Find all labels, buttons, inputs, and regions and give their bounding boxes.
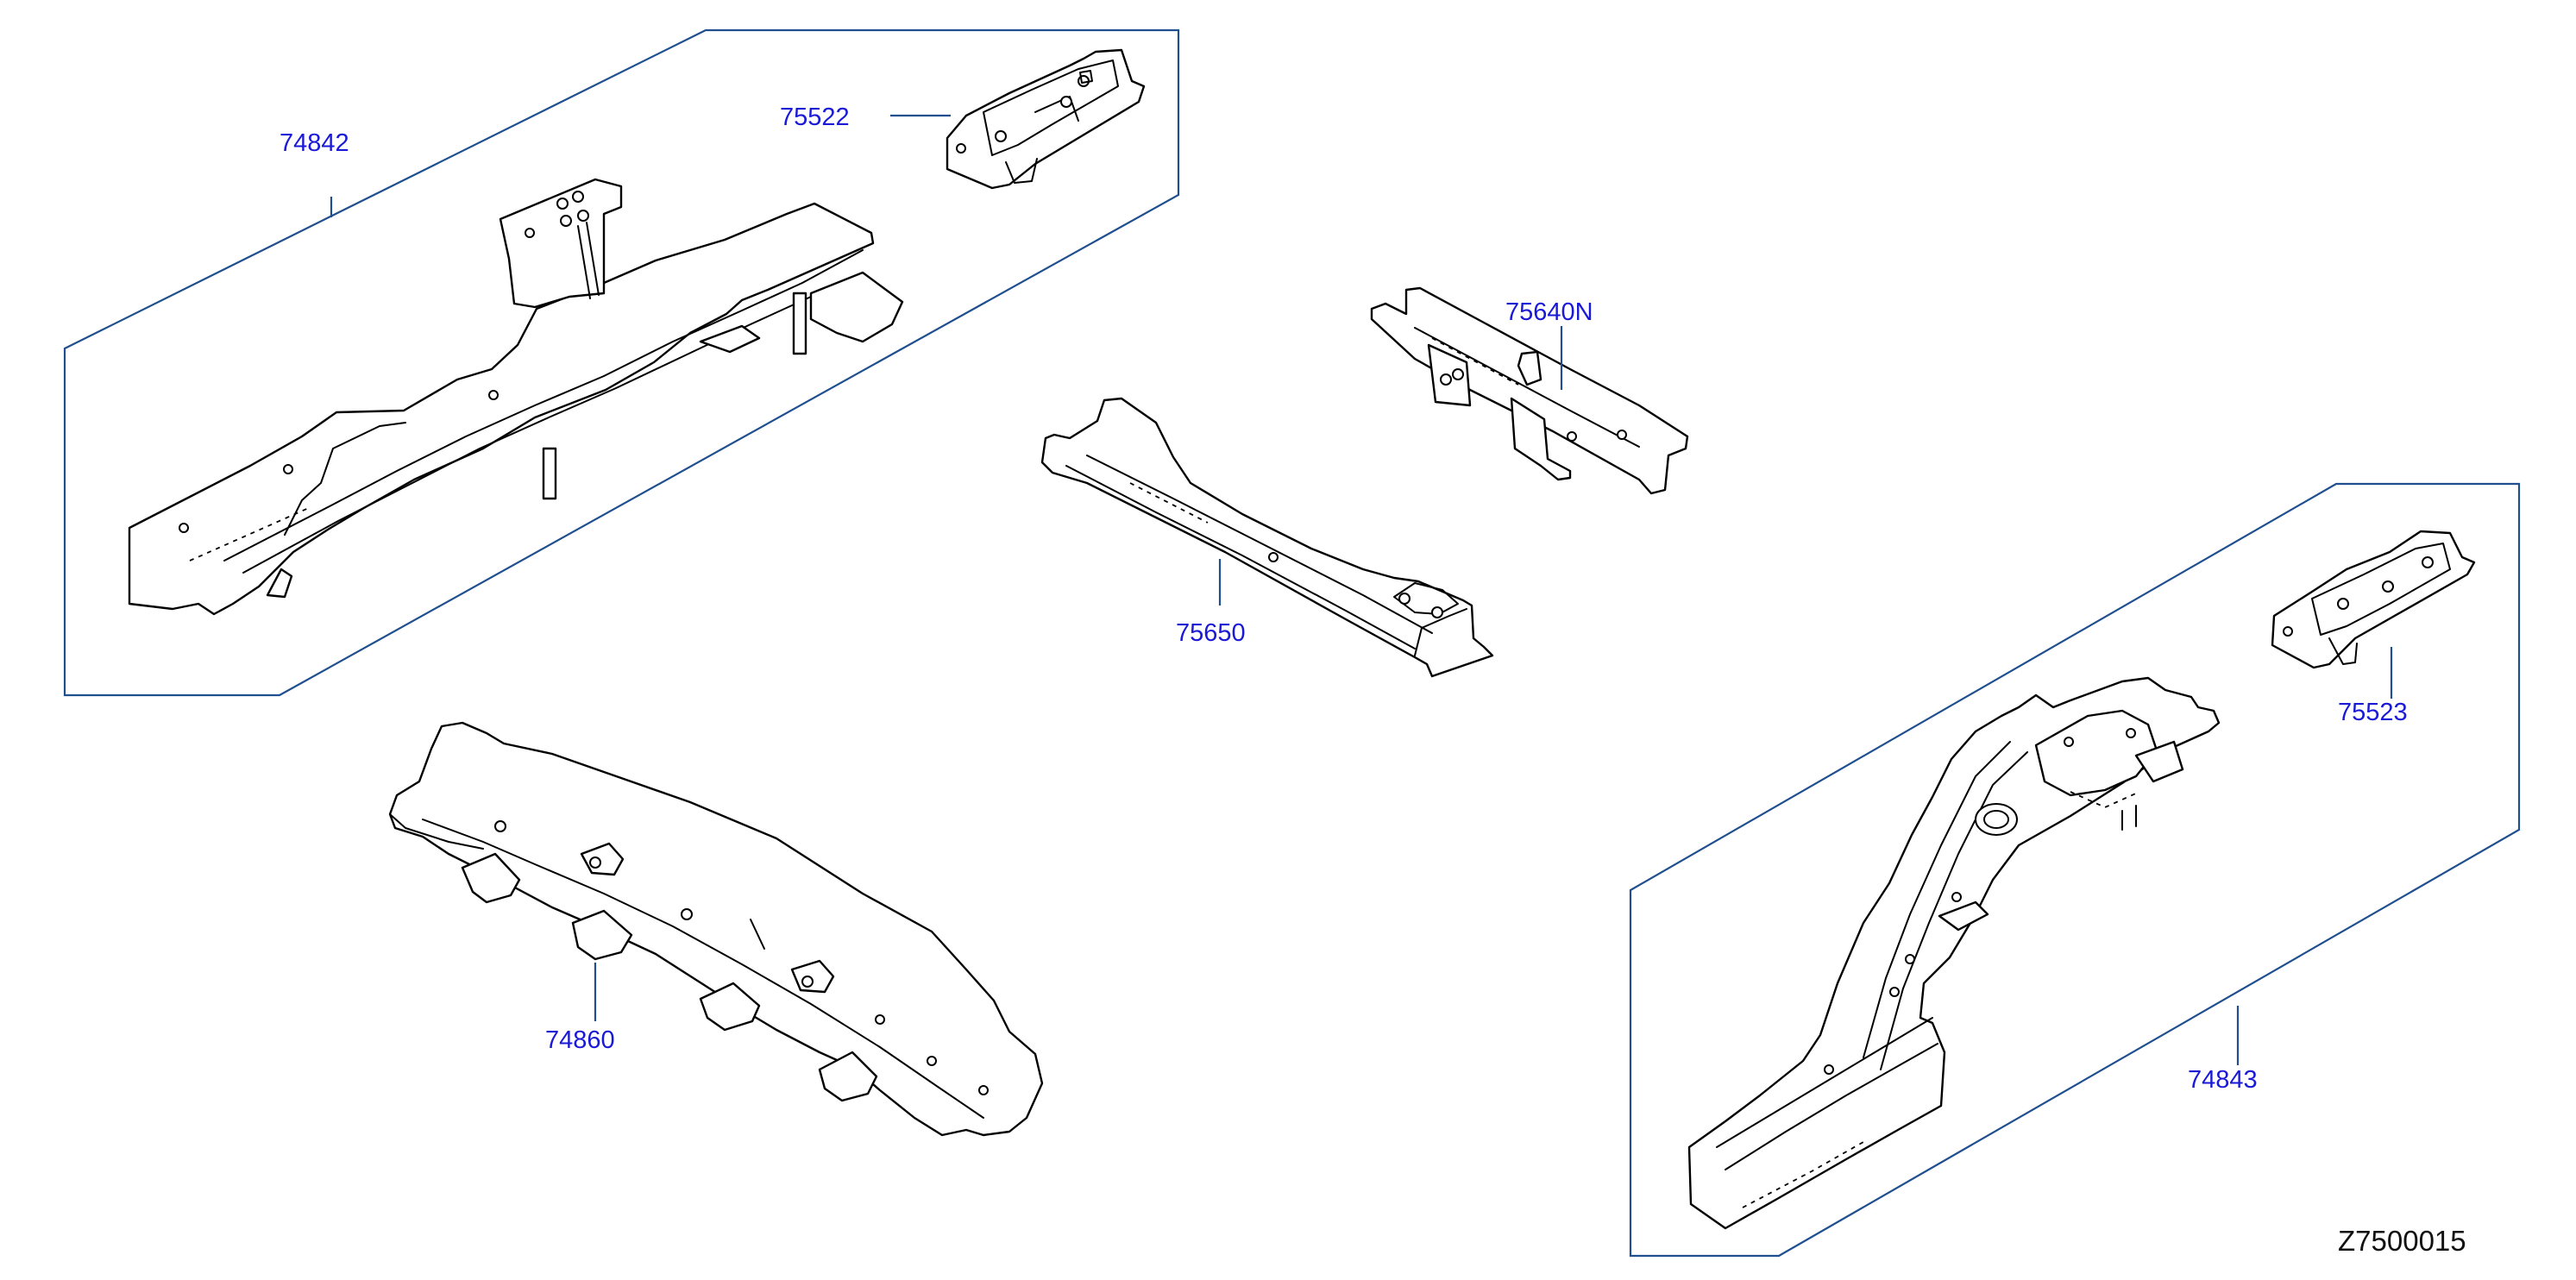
callout-75523[interactable]: 75523 bbox=[2338, 699, 2408, 726]
callout-74843[interactable]: 74843 bbox=[2188, 1066, 2258, 1094]
assembly-outline-74843 bbox=[1629, 482, 2521, 1258]
diagram-id-code: Z7500015 bbox=[2338, 1225, 2466, 1257]
callout-75650[interactable]: 75650 bbox=[1176, 619, 1246, 647]
part-75523-bracket bbox=[2271, 530, 2476, 669]
part-74843-side-member bbox=[1687, 676, 2221, 1230]
part-74860-member bbox=[388, 721, 1044, 1137]
callout-74860[interactable]: 74860 bbox=[545, 1026, 615, 1054]
part-74842-side-member bbox=[128, 178, 904, 616]
callout-75522[interactable]: 75522 bbox=[780, 104, 850, 131]
part-75640N-crossmember bbox=[1370, 286, 1689, 495]
assembly-outline-74842 bbox=[63, 28, 1180, 697]
part-75522-bracket bbox=[946, 48, 1146, 190]
callout-74842[interactable]: 74842 bbox=[280, 129, 349, 157]
callout-75640N[interactable]: 75640N bbox=[1505, 298, 1593, 326]
part-75650-rail bbox=[1040, 397, 1494, 678]
